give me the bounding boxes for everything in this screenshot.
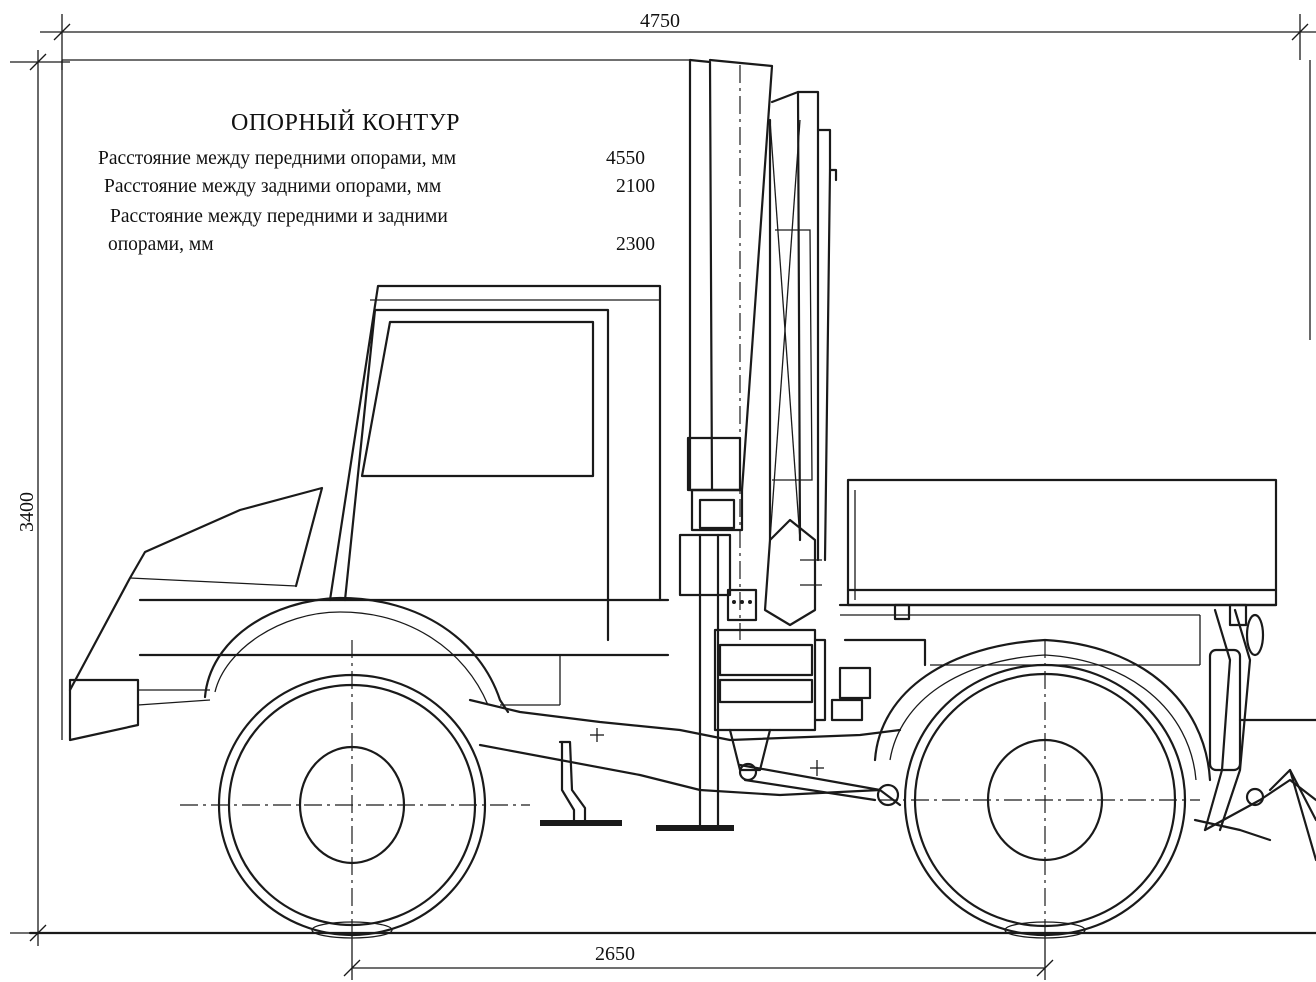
height-label: 3400 bbox=[16, 492, 38, 532]
dimension-wheelbase: 2650 bbox=[343, 935, 1054, 980]
overall-contour-frame bbox=[61, 59, 1311, 740]
spec-table-background bbox=[95, 108, 685, 258]
spec-value: 2300 bbox=[616, 234, 655, 255]
rear-wheel bbox=[873, 638, 1212, 942]
dimension-height: 3400 bbox=[10, 50, 90, 946]
truck-frame bbox=[468, 698, 902, 826]
spec-title: ОПОРНЫЙ КОНТУР bbox=[231, 110, 461, 136]
spec-value: 2100 bbox=[616, 176, 655, 197]
wheelbase-label: 2650 bbox=[595, 943, 635, 965]
length-label: 4750 bbox=[640, 10, 680, 32]
front-wheel bbox=[180, 640, 530, 942]
truck-cab bbox=[68, 284, 670, 742]
spec-label-line2: опорами, мм bbox=[108, 234, 214, 255]
spec-label: Расстояние между передними опорами, мм bbox=[98, 148, 457, 169]
spec-label-line1: Расстояние между передними и задними bbox=[110, 206, 448, 227]
rear-hitch bbox=[1193, 608, 1316, 862]
dimension-length: 4750 bbox=[40, 10, 1316, 70]
spec-label: Расстояние между задними опорами, мм bbox=[104, 176, 442, 197]
cargo-platform bbox=[838, 478, 1278, 666]
spec-value: 4550 bbox=[606, 148, 645, 169]
crane-boom bbox=[656, 58, 927, 831]
